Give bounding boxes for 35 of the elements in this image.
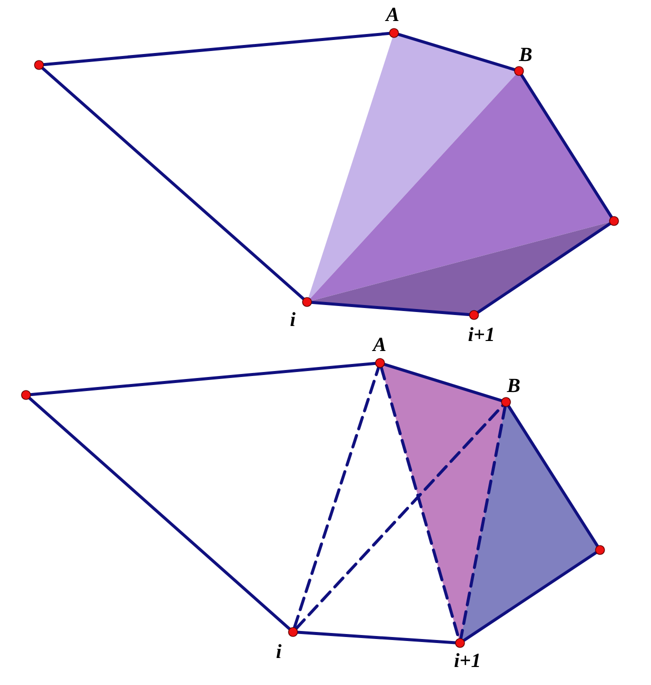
- vertex-dot: [609, 216, 619, 226]
- polygon-side: [42, 32, 392, 66]
- vertex-label: i+1: [454, 651, 481, 671]
- polygon-side: [28, 396, 292, 631]
- polygon-side: [520, 73, 614, 219]
- vertex-dot: [595, 545, 605, 555]
- polygon-side: [310, 300, 472, 316]
- vertex-dot: [302, 297, 312, 307]
- polygon-side: [462, 551, 598, 642]
- polygon-side: [296, 630, 457, 644]
- polygon-side: [28, 362, 378, 396]
- vertex-label: A: [386, 5, 400, 25]
- vertex-dot: [288, 627, 298, 637]
- vertex-label: i: [290, 310, 296, 330]
- polygon-side: [40, 66, 306, 301]
- vertex-label: A: [373, 335, 386, 355]
- polygon-side: [382, 362, 504, 402]
- vertex-dot: [21, 390, 31, 400]
- dashed-line: [459, 404, 507, 640]
- polygon-side: [396, 32, 516, 72]
- vertex-dot: [389, 28, 399, 38]
- vertex-dot: [469, 310, 479, 320]
- vertex-label: i: [276, 642, 282, 662]
- vertex-label: B: [519, 45, 532, 65]
- vertex-dot: [375, 358, 385, 368]
- polygon-side: [476, 222, 612, 314]
- dashed-line: [294, 404, 504, 630]
- vertex-dot: [455, 638, 465, 648]
- vertex-label: i+1: [468, 325, 495, 345]
- vertex-dot: [514, 66, 524, 76]
- vertex-dot: [34, 60, 44, 70]
- dashed-line: [292, 366, 380, 630]
- vertex-label: B: [507, 376, 520, 396]
- polygon-side: [506, 404, 600, 548]
- vertex-dot: [501, 397, 511, 407]
